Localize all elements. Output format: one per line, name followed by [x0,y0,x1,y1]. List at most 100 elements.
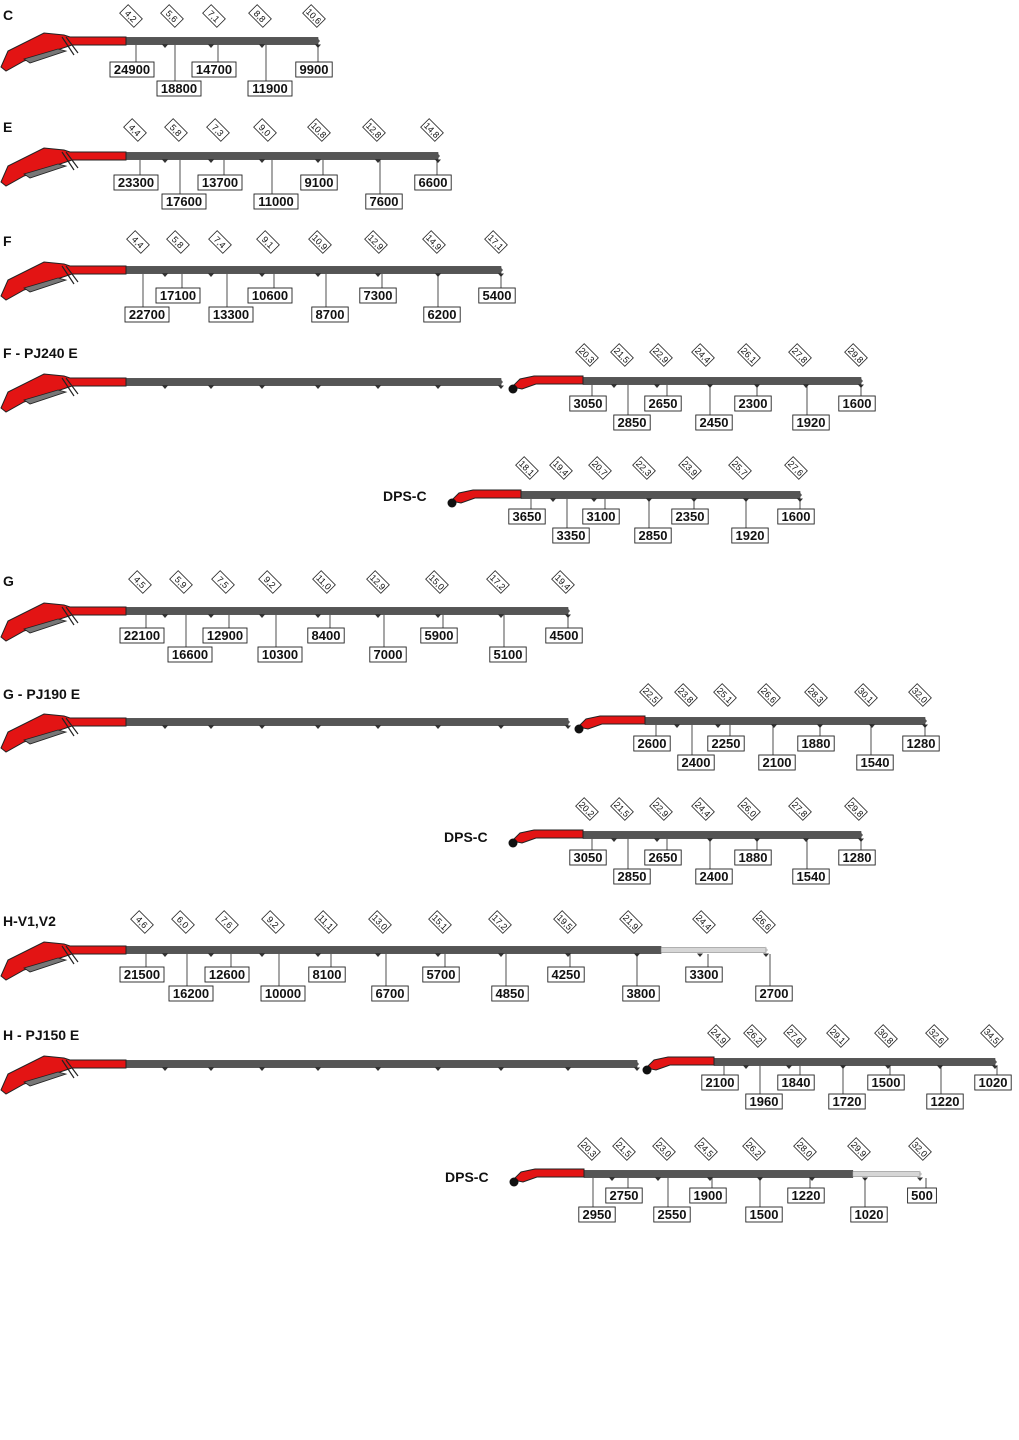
load-label-box [792,414,830,431]
reach-label: 21,9 [619,910,643,934]
reach-label-box [788,343,812,367]
load-label: 500 [907,1187,937,1204]
reach-label-box [253,118,277,142]
section-joint [674,724,680,728]
load-label-box [731,527,769,544]
load-label-box [838,395,876,412]
jib-pivot [509,1177,519,1187]
link-arm [65,717,79,735]
boom-tip [919,1170,922,1178]
reach-label-box [784,456,808,480]
load-value: 24900 [114,62,150,77]
reach-label-box [678,456,702,480]
load-label: 3800 [622,985,660,1002]
section-joint [715,724,721,728]
load-label-box [797,735,835,752]
reach-label: 24,4 [691,797,715,821]
jib-pivot [508,838,518,848]
load-label-box [613,868,651,885]
reach-label-box [130,910,154,934]
boom-tip [799,491,802,499]
load-value: 2450 [700,415,729,430]
load-value: 9900 [300,62,329,77]
reach-label: 8,8 [248,4,272,28]
section-joint [162,614,168,618]
section-joint [259,273,265,277]
load-value: 1880 [739,850,768,865]
reach-label: 24,9 [707,1024,731,1048]
load-label-box [161,193,207,210]
load-label: 1720 [828,1093,866,1110]
load-label: 1880 [734,849,772,866]
reach-label: 26,6 [752,910,776,934]
load-label: 13700 [197,174,243,191]
load-label-box [828,1093,866,1110]
optional-extension [660,947,767,953]
reach-label-box [488,910,512,934]
load-label-box [109,61,155,78]
diagram-title: E [3,119,12,135]
load-value: 22700 [129,307,165,322]
reach-label: 25,7 [728,456,752,480]
load-label: 1960 [745,1093,783,1110]
reach-label-box [728,456,752,480]
load-label: 2750 [605,1187,643,1204]
reach-label-box [757,683,781,707]
load-label-box [308,966,346,983]
load-label-box [371,985,409,1002]
reach-label: 9,2 [258,570,282,594]
reach-label: 29,9 [847,1137,871,1161]
load-label: 16200 [168,985,214,1002]
reach-label-box [694,1137,718,1161]
lift-cylinder [23,389,68,405]
load-value: 1220 [792,1188,821,1203]
reach-label: 24,5 [694,1137,718,1161]
load-value: 7600 [370,194,399,209]
section-joint [634,1067,640,1071]
reach-label-box [169,570,193,594]
section-joint [498,385,504,389]
link-arm [61,36,75,56]
section-joint [315,1067,321,1071]
reach-label-box [713,683,737,707]
reach-label-box [737,797,761,821]
link-arm [65,606,79,624]
section-joint [208,1067,214,1071]
section-joint [435,725,441,729]
load-value: 16600 [172,647,208,662]
load-label: 17100 [155,287,201,304]
load-label-box [420,627,458,644]
load-label: 6700 [371,985,409,1002]
load-label: 8400 [307,627,345,644]
main-boom-base [0,373,127,413]
load-label-box [489,646,527,663]
load-label: 1920 [792,414,830,431]
load-value: 2400 [700,869,729,884]
load-label: 6600 [414,174,452,191]
section-joint [763,953,769,957]
reach-label-box [612,1137,636,1161]
section-joint [259,725,265,729]
reach-label-box [752,910,776,934]
reach-label-box [248,4,272,28]
load-value: 2650 [649,396,678,411]
reach-label-box [307,118,331,142]
load-label: 11000 [253,193,299,210]
reach-label: 11,0 [312,570,336,594]
load-label-box [745,1206,783,1223]
section-joint [435,614,441,618]
diagram-title: DPS-C [444,829,488,845]
load-value: 6600 [419,175,448,190]
load-label-box [124,306,170,323]
reach-label-box [515,456,539,480]
load-value: 5700 [427,967,456,982]
load-label-box [926,1093,964,1110]
load-label: 5100 [489,646,527,663]
reach-label-box [211,570,235,594]
load-value: 22100 [124,628,160,643]
